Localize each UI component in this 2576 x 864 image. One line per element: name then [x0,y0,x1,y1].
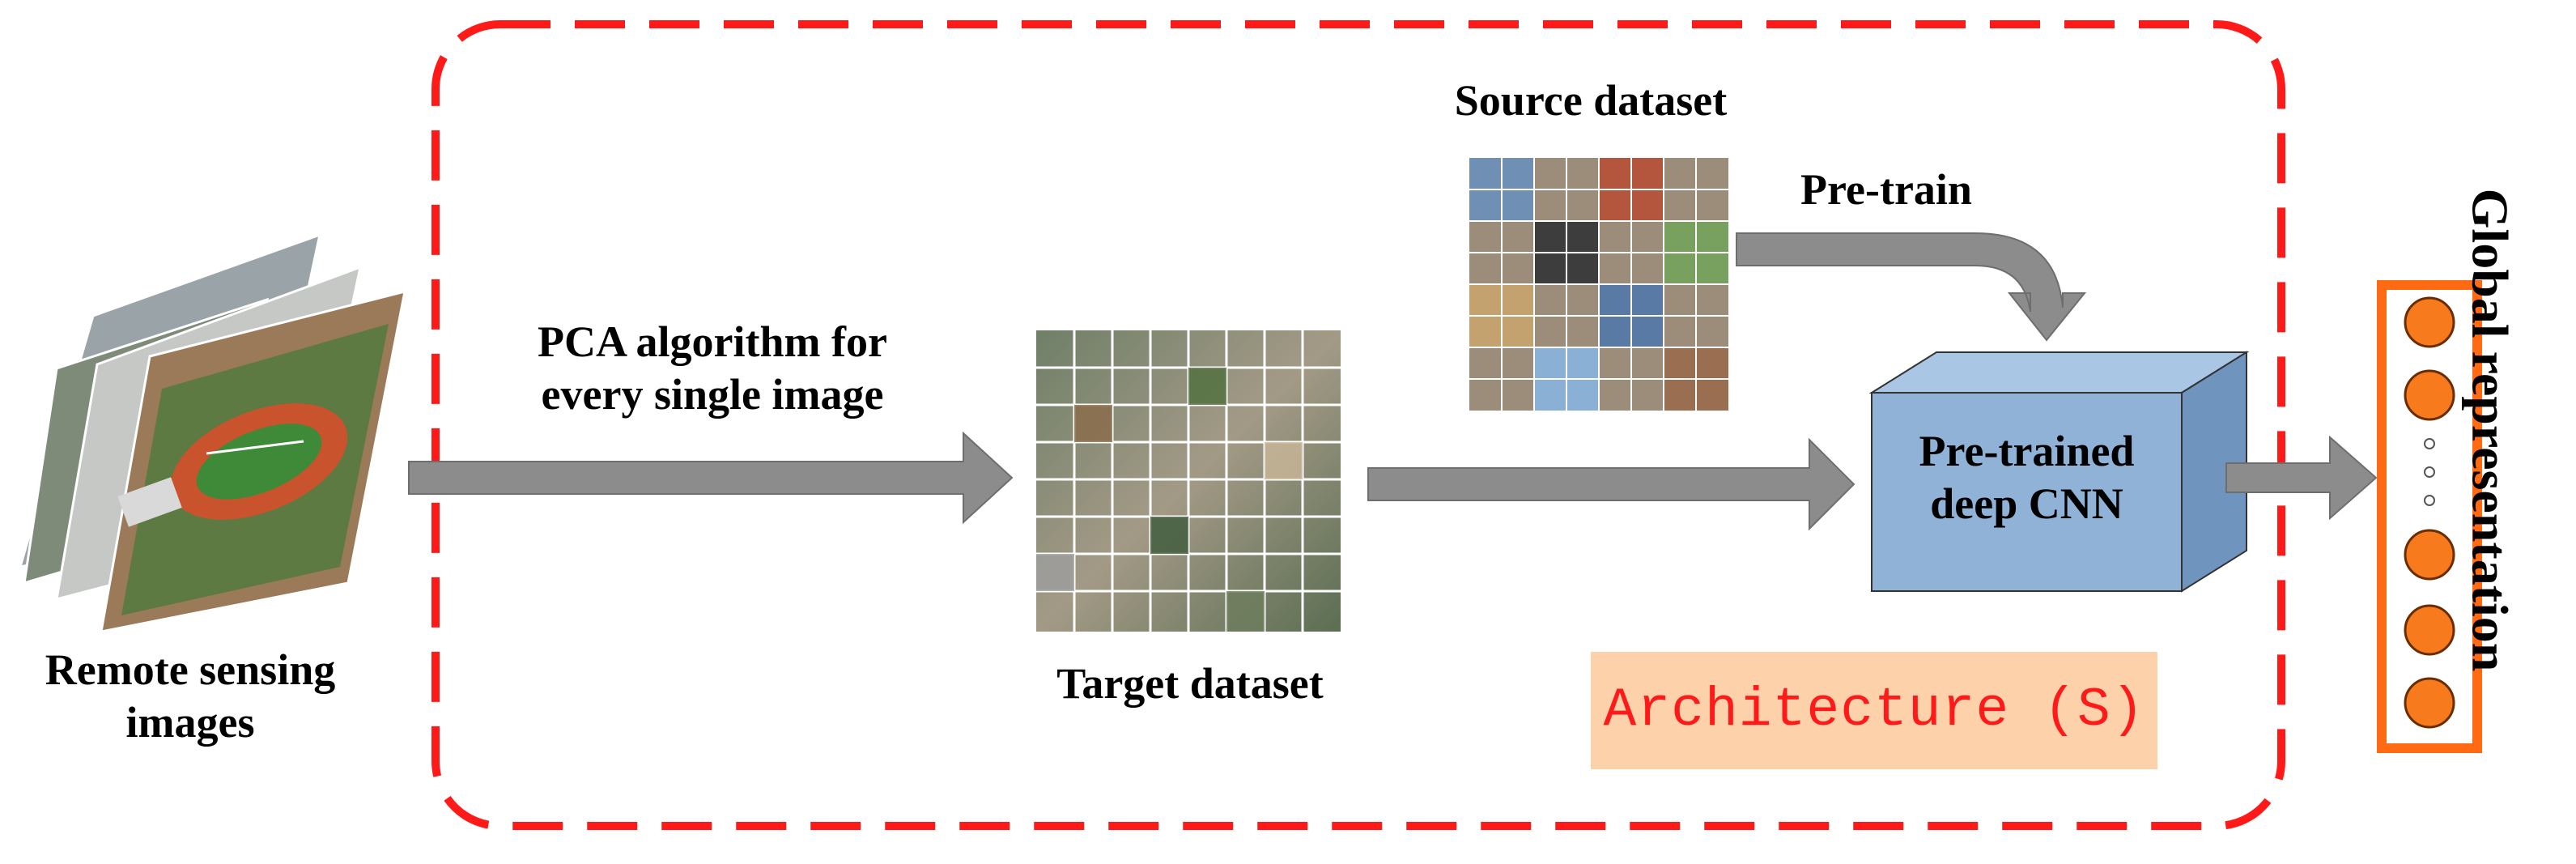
arrow-pca [408,431,1014,525]
feature-node [2404,677,2455,729]
arrow-cnn-to-features [2225,435,2378,521]
feature-node [2404,296,2455,348]
source-dataset-mosaic [1469,158,1728,411]
architecture-badge: Architecture (S) [1591,652,2157,769]
cnn-label: Pre-trained deep CNN [1872,425,2182,530]
feature-node [2404,604,2455,656]
feature-node [2404,529,2455,581]
arrow-target-to-cnn [1367,437,1855,531]
target-dataset-label: Target dataset [1056,659,1324,708]
ellipsis-dot [2424,466,2435,478]
remote-sensing-label-line1: Remote sensing [45,645,336,694]
target-dataset-mosaic [1036,330,1341,632]
feature-node [2404,369,2455,421]
pca-label-line2: every single image [541,369,884,419]
pca-label-line1: PCA algorithm for [538,317,887,366]
global-representation-label: Global representation [2461,188,2519,672]
source-dataset-label: Source dataset [1454,76,1728,125]
arrow-pre-train [1736,232,2087,342]
remote-sensing-label-line2: images [125,697,255,747]
feature-vector [2377,280,2482,753]
remote-sensing-images [18,232,406,633]
architecture-frame [431,20,2285,830]
pre-train-label: Pre-train [1800,165,1972,214]
cnn-cube [1868,351,2250,593]
pca-label: PCA algorithm for every single image [453,316,971,421]
architecture-label: Architecture (S) [1603,679,2145,742]
cnn-label-line1: Pre-trained [1919,427,2135,475]
remote-sensing-label: Remote sensing images [16,644,364,749]
ellipsis-dot [2424,438,2435,449]
ellipsis-dot [2424,495,2435,506]
cnn-label-line2: deep CNN [1930,479,2123,528]
